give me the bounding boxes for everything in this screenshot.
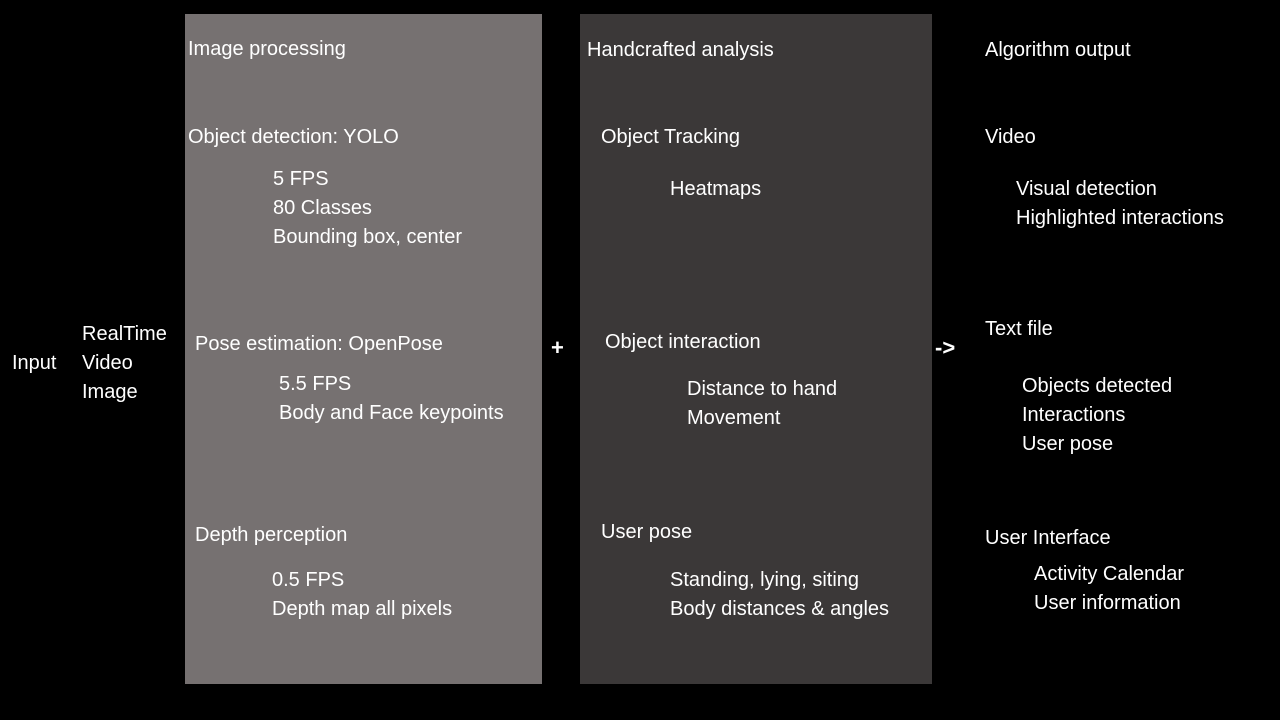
section-heading-object-tracking: Object Tracking xyxy=(601,126,740,148)
section-heading-user-interface: User Interface xyxy=(985,527,1111,549)
detail-item: 0.5 FPS xyxy=(272,569,345,591)
detail-item: 5 FPS xyxy=(273,168,329,190)
image-processing-title: Image processing xyxy=(188,38,346,60)
image-processing-panel xyxy=(185,14,542,684)
detail-item: Movement xyxy=(687,407,781,429)
detail-item: User information xyxy=(1034,592,1181,614)
pose-estimation-details: 5.5 FPS Body and Face keypoints xyxy=(279,370,504,428)
object-tracking-details: Heatmaps xyxy=(670,175,761,204)
detail-item: Highlighted interactions xyxy=(1016,207,1224,229)
input-source-item: Video xyxy=(82,352,133,374)
video-output-details: Visual detection Highlighted interaction… xyxy=(1016,175,1224,233)
text-file-output-details: Objects detected Interactions User pose xyxy=(1022,372,1172,459)
algorithm-output-title: Algorithm output xyxy=(985,39,1131,61)
input-source-item: Image xyxy=(82,381,138,403)
detail-item: Interactions xyxy=(1022,404,1126,426)
section-heading-user-pose: User pose xyxy=(601,521,693,543)
object-interaction-details: Distance to hand Movement xyxy=(687,375,837,433)
detail-item: Objects detected xyxy=(1022,375,1173,397)
detail-item: Bounding box, center xyxy=(273,226,463,248)
handcrafted-analysis-title: Handcrafted analysis xyxy=(587,39,774,61)
plus-operator: + xyxy=(551,335,564,360)
depth-perception-details: 0.5 FPS Depth map all pixels xyxy=(272,566,452,624)
detail-item: Visual detection xyxy=(1016,178,1157,200)
arrow-operator: -> xyxy=(935,335,956,360)
detail-item: Distance to hand xyxy=(687,378,838,400)
section-heading-text-file: Text file xyxy=(985,318,1053,340)
section-heading-object-interaction: Object interaction xyxy=(605,331,761,353)
section-heading-object-detection: Object detection: YOLO xyxy=(188,126,399,148)
section-heading-pose-estimation: Pose estimation: OpenPose xyxy=(195,333,443,355)
section-heading-video: Video xyxy=(985,126,1036,148)
detail-item: Heatmaps xyxy=(670,178,762,200)
detail-item: Body distances & angles xyxy=(670,598,890,620)
section-heading-depth-perception: Depth perception xyxy=(195,524,348,546)
user-pose-details: Standing, lying, siting Body distances &… xyxy=(670,566,889,624)
detail-item: 5.5 FPS xyxy=(279,373,352,395)
detail-item: Depth map all pixels xyxy=(272,598,453,620)
detail-item: Activity Calendar xyxy=(1034,563,1185,585)
handcrafted-analysis-panel xyxy=(580,14,932,684)
input-label: Input xyxy=(12,352,57,374)
input-sources: RealTime Video Image xyxy=(82,320,167,407)
user-interface-output-details: Activity Calendar User information xyxy=(1034,560,1184,618)
detail-item: Standing, lying, siting xyxy=(670,569,860,591)
detail-item: User pose xyxy=(1022,433,1114,455)
input-source-item: RealTime xyxy=(82,323,167,345)
detail-item: Body and Face keypoints xyxy=(279,402,504,424)
detail-item: 80 Classes xyxy=(273,197,372,219)
object-detection-details: 5 FPS 80 Classes Bounding box, center xyxy=(273,165,462,252)
